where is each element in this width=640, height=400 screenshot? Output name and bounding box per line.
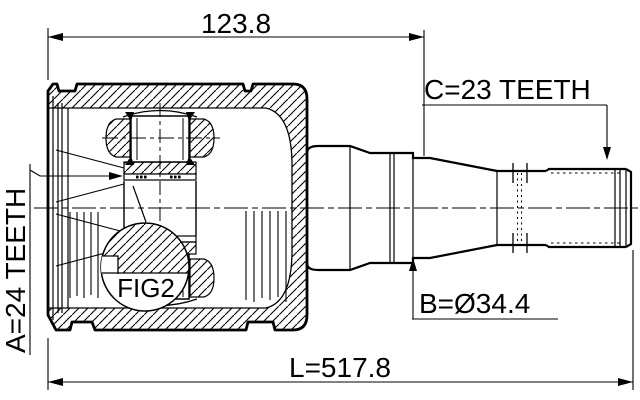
spline-a-label: A=24 TEETH — [0, 188, 31, 353]
fig2-detail-bubble: FIG2 — [100, 185, 190, 312]
fig2-label: FIG2 — [117, 273, 175, 303]
upper-bearing-assembly — [102, 103, 220, 221]
arrowhead-a-icon — [109, 172, 123, 180]
arrowhead-c-icon — [603, 147, 611, 160]
arrowhead-left-icon — [48, 33, 63, 41]
housing-interior-lines — [55, 149, 287, 302]
length-l-label: L=517.8 — [289, 352, 391, 383]
label-diameter-b: B=Ø34.4 — [409, 258, 558, 320]
spline-dots — [136, 175, 181, 179]
dimension-width-123-8: 123.8 — [47, 8, 425, 156]
dimension-length-l: L=517.8 — [47, 250, 634, 390]
arrowhead-b-icon — [409, 258, 417, 271]
label-spline-a: A=24 TEETH — [0, 164, 123, 355]
arrowhead-l-right-icon — [618, 378, 633, 386]
arrowhead-l-left-icon — [48, 378, 63, 386]
diameter-b-label: B=Ø34.4 — [419, 288, 530, 319]
dim-width-label: 123.8 — [201, 8, 271, 39]
cage-corner-wedges — [125, 112, 195, 165]
arrowhead-right-icon — [409, 33, 424, 41]
fig2-leader-line — [132, 185, 147, 223]
label-spline-c: C=23 TEETH — [422, 74, 611, 160]
spline-c-label: C=23 TEETH — [424, 74, 591, 105]
